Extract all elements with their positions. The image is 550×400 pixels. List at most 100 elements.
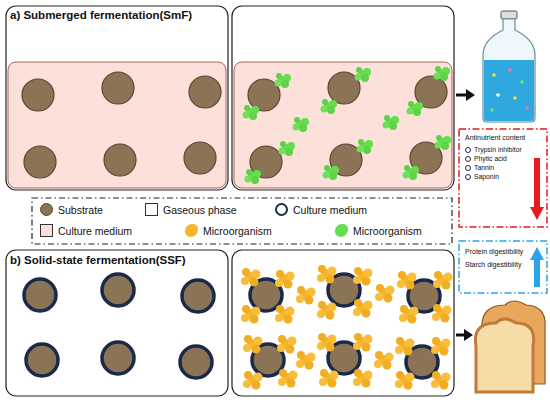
ssf-vessel-after-part xyxy=(275,305,295,324)
smf-vessel-after-part xyxy=(232,6,454,190)
ssf-vessel-after-part xyxy=(374,351,394,370)
ssf-vessel-after-part xyxy=(296,286,316,305)
ssf-vessel-before-part xyxy=(6,250,228,396)
smf-vessel-before-part xyxy=(104,144,136,176)
legend-entry: Substrate xyxy=(40,203,103,216)
ssf-vessel-before-part xyxy=(102,342,134,374)
smf-vessel-before-part xyxy=(8,62,226,188)
beverage-bottle-part xyxy=(513,96,517,100)
smf-vessel-after-part xyxy=(321,99,338,114)
beverage-bottle-part xyxy=(484,60,534,121)
legend-swatch xyxy=(40,224,53,237)
legend-text: Gaseous phase xyxy=(163,204,237,216)
smf-vessel-before xyxy=(6,6,228,190)
legend-swatch xyxy=(335,224,348,237)
ssf-vessel-after-part xyxy=(296,351,316,370)
bread-loaf-part xyxy=(475,319,533,392)
ssf-vessel-after-part xyxy=(319,369,339,388)
smf-vessel-after-part xyxy=(245,169,262,184)
smf-vessel-after-part xyxy=(403,165,420,180)
list-item: Tannin xyxy=(465,163,526,172)
list-item: Trypsin inhibitor xyxy=(465,145,526,154)
ssf-vessel-after-part xyxy=(399,305,419,324)
smf-vessel-after-part xyxy=(383,115,400,130)
ssf-vessel-after-part xyxy=(353,299,373,318)
ssf-vessel-before-part xyxy=(182,280,214,312)
legend-text: Culture medium xyxy=(58,225,132,237)
ssf-vessel-after-part xyxy=(353,333,373,352)
panel-label: b) Solid-state fermentation(SSF) xyxy=(10,254,186,266)
beverage-bottle-part xyxy=(492,73,496,77)
legend-text: Substrate xyxy=(58,204,103,216)
effect-text: Starch digestibility xyxy=(465,260,526,269)
ssf-vessel-after-part xyxy=(317,265,337,284)
smf-vessel-after-part xyxy=(293,117,310,132)
legend-frame xyxy=(32,198,452,244)
ssf-vessel-after-part xyxy=(317,333,337,352)
smf-arrow xyxy=(456,89,475,101)
ssf-vessel-after-part xyxy=(278,369,298,388)
bread-loaf xyxy=(475,301,545,392)
ssf-vessel-after-part xyxy=(232,250,454,396)
ssf-vessel-after-part xyxy=(353,369,373,388)
ssf-vessel-before xyxy=(6,250,228,396)
ssf-vessel-after-part xyxy=(353,267,373,286)
smf-vessel-before-part xyxy=(22,79,54,111)
ssf-vessel-after-part xyxy=(275,270,295,289)
legend-entry: Microorganism xyxy=(335,224,422,237)
dash-dot-border xyxy=(459,129,547,227)
ssf-vessel-after-part xyxy=(432,304,452,323)
ssf-vessel-after-part xyxy=(241,268,261,287)
legend-swatch xyxy=(40,203,53,216)
smf-vessel-after-part xyxy=(435,135,452,150)
dash-dot-border xyxy=(459,241,547,293)
smf-vessel-before-part xyxy=(184,142,216,174)
ssf-vessel-before-part xyxy=(26,344,58,376)
beverage-bottle-part xyxy=(508,68,512,72)
effect-box: Protein digestibilityStarch digestibilit… xyxy=(458,240,548,294)
ssf-vessel-after-part xyxy=(433,271,453,290)
decrease-arrow xyxy=(534,158,540,208)
smf-vessel-after-part xyxy=(323,165,340,180)
ssf-vessel-before-part xyxy=(180,346,212,378)
decrease-arrow-head xyxy=(530,207,544,220)
legend-text: Microorganism xyxy=(353,225,422,237)
ssf-vessel-after-part xyxy=(395,371,415,390)
increase-arrow xyxy=(534,259,540,287)
panel-label: a) Submerged fermentation(SmF) xyxy=(10,9,192,21)
beverage-bottle-part xyxy=(520,80,524,84)
beverage-bottle-part xyxy=(490,108,494,112)
legend-entry: Culture medium xyxy=(275,203,367,216)
smf-vessel-after xyxy=(232,6,454,190)
legend-entry: Culture medium xyxy=(40,224,132,237)
ssf-vessel-after-part xyxy=(397,271,417,290)
legend-entry: Gaseous phase xyxy=(145,203,237,216)
effect-text: Protein digestibility xyxy=(465,247,526,256)
smf-vessel-after-part xyxy=(279,141,296,156)
ssf-vessel-after-part xyxy=(241,305,261,324)
smf-arrow-part xyxy=(466,89,475,101)
effect-box: Antinutrient contentTrypsin inhibitorPhy… xyxy=(458,128,548,228)
smf-vessel-after-part xyxy=(243,105,260,120)
smf-vessel-after-part xyxy=(234,62,452,188)
increase-arrow-head xyxy=(530,247,544,260)
ssf-arrow-part xyxy=(464,329,473,341)
list-item: Phytic acid xyxy=(465,154,526,163)
ssf-vessel-after xyxy=(232,250,454,396)
ssf-vessel-before-part xyxy=(102,274,134,306)
legend-text: Culture medium xyxy=(293,204,367,216)
ssf-vessel-before-part xyxy=(24,279,56,311)
ssf-vessel-after-part xyxy=(395,337,415,356)
legend-frame-part xyxy=(32,198,452,244)
ssf-vessel-after-part xyxy=(375,284,395,303)
smf-vessel-after-part xyxy=(275,73,292,88)
smf-vessel-before-part xyxy=(102,72,134,104)
smf-vessel-after-part xyxy=(434,66,451,81)
ssf-arrow xyxy=(456,329,473,341)
ssf-vessel-after-part xyxy=(277,335,297,354)
beverage-bottle-part xyxy=(483,19,535,122)
list-item: Saponin xyxy=(465,172,526,181)
ssf-vessel-after-part xyxy=(431,371,451,390)
smf-vessel-before-part xyxy=(24,146,56,178)
